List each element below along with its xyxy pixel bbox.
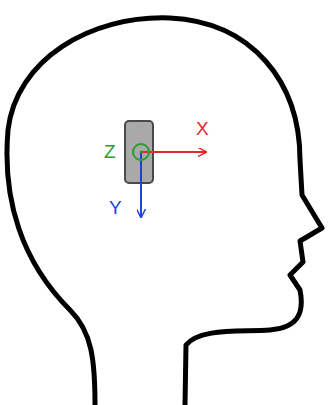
x-axis-arrow	[141, 151, 206, 153]
y-axis-arrow	[140, 152, 142, 217]
axis-label: Z	[104, 142, 116, 161]
head-outline	[7, 18, 322, 405]
z-axis-circle	[133, 144, 149, 160]
axis-label: X	[196, 119, 209, 138]
sensor-device	[125, 121, 153, 183]
z-axis-dot	[140, 151, 143, 154]
axis-label: Y	[109, 198, 122, 217]
